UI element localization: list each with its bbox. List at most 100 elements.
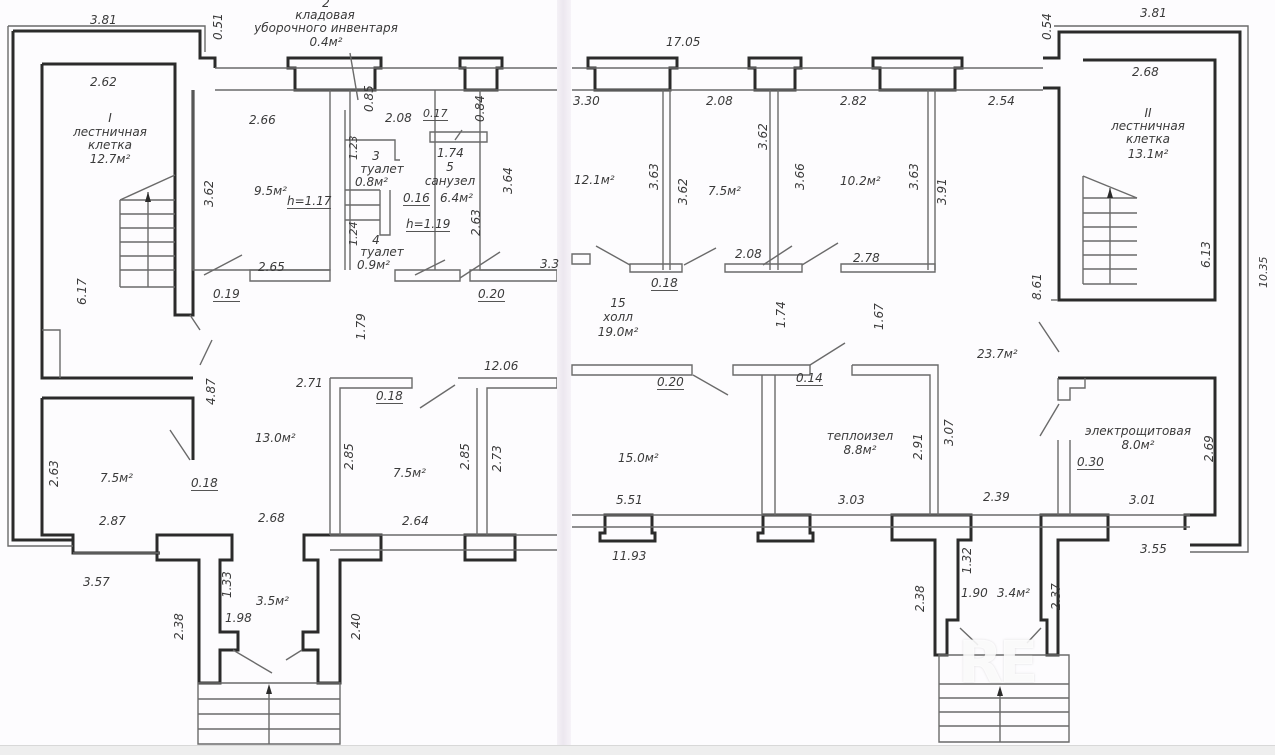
room-name: лестничная: [1111, 119, 1185, 133]
dim-label: 0.30: [1077, 455, 1104, 470]
dim-label: 10.35: [1257, 256, 1270, 289]
room-area: 6.4м²: [440, 191, 473, 205]
dim-label: 0.20: [478, 287, 505, 302]
dim-label: 3.03: [838, 493, 865, 507]
room-name: санузел: [424, 174, 476, 188]
dim-label: 1.79: [354, 313, 368, 340]
dim-label: 0.54: [1040, 13, 1054, 40]
room-name: холл: [603, 310, 633, 324]
room-area: 3.4м²: [997, 586, 1030, 600]
dim-label: 1.90: [961, 586, 988, 600]
dim-label: 2.08: [735, 247, 762, 261]
room-name: электрощитовая: [1085, 424, 1191, 438]
dim-label: 1.33: [220, 571, 234, 598]
dim-label: 1.67: [872, 303, 886, 330]
dim-label: 2.62: [90, 75, 117, 89]
room-area: 8.0м²: [1121, 438, 1155, 452]
room-number: 5: [446, 160, 454, 174]
dim-label: 2.64: [402, 514, 429, 528]
dim-label: 1.98: [225, 611, 252, 625]
watermark-logo: RE: [958, 628, 1038, 696]
dim-label: 2.66: [249, 113, 276, 127]
room-area: 7.5м²: [708, 184, 741, 198]
dim-label: 3.30: [573, 94, 600, 108]
room-area: 23.7м²: [977, 347, 1018, 361]
dim-label: 0.18: [191, 476, 218, 491]
room-area: 12.1м²: [574, 173, 615, 187]
dim-label: 8.61: [1030, 273, 1044, 300]
dim-label: 0.85: [362, 85, 376, 112]
dim-label: 3.62: [756, 123, 770, 150]
dim-label: 1.74: [437, 146, 464, 160]
dim-label: 17.05: [666, 35, 701, 49]
dim-label: 0.17: [423, 107, 448, 121]
height-annotation: h=1.19: [406, 217, 451, 232]
room-number: 4: [372, 233, 380, 247]
dim-label: 2.40: [349, 613, 363, 640]
dim-label: 3.3: [540, 257, 560, 271]
dim-label: 3.07: [942, 419, 956, 446]
room-area: 9.5м²: [254, 184, 287, 198]
dim-label: 1.74: [774, 301, 788, 328]
redaction-mask: [983, 300, 1028, 330]
room-area: 7.5м²: [100, 471, 133, 485]
room-name: кладовая: [295, 8, 355, 22]
dim-label: 2.38: [172, 613, 186, 640]
room-name: туалет: [360, 245, 404, 259]
dim-label: 0.84: [473, 95, 487, 122]
dim-label: 2.65: [258, 260, 285, 274]
dim-label: 2.54: [988, 94, 1015, 108]
dim-label: 6.17: [75, 278, 89, 305]
dim-label: 0.20: [657, 375, 684, 390]
dim-label: 2.08: [385, 111, 412, 125]
dim-label: 2.08: [706, 94, 733, 108]
dim-label: 3.81: [1140, 6, 1167, 20]
dim-label: 0.16: [403, 191, 430, 206]
dim-label: 3.66: [793, 163, 807, 190]
dim-label: 2.39: [983, 490, 1010, 504]
room-name: клетка: [88, 138, 132, 152]
dim-label: 2.91: [911, 433, 925, 460]
room-area: 3.5м²: [256, 594, 289, 608]
room-area: 19.0м²: [597, 325, 639, 339]
dim-label: 3.62: [676, 178, 690, 205]
dim-label: 2.71: [296, 376, 323, 390]
dim-label: 1.32: [960, 547, 974, 574]
dim-label: 1.24: [347, 221, 360, 247]
page-bottom-edge: [0, 745, 1275, 755]
dim-label: 3.62: [202, 180, 216, 207]
dim-label: 3.91: [935, 178, 949, 205]
dim-label: 3.01: [1129, 493, 1156, 507]
dim-label: 3.55: [1140, 542, 1167, 556]
dim-label: 3.81: [90, 13, 117, 27]
room-area: 0.9м²: [357, 258, 390, 272]
dim-label: 2.85: [342, 443, 356, 470]
dim-label: 5.51: [616, 493, 643, 507]
dim-label: 6.13: [1199, 241, 1213, 268]
dim-label: 2.73: [490, 445, 504, 472]
dim-label: 11.93: [612, 549, 647, 563]
room-name: клетка: [1126, 132, 1170, 146]
room-area: 0.8м²: [355, 175, 388, 189]
room-area: 15.0м²: [618, 451, 659, 465]
dim-label: 3.64: [501, 167, 515, 194]
room-name: уборочного инвентаря: [254, 21, 398, 35]
dim-label: 2.78: [853, 251, 880, 265]
dim-label: 2.37: [1049, 583, 1063, 610]
dim-label: 2.68: [1132, 65, 1159, 79]
dim-label: 1.23: [347, 135, 360, 161]
room-name: теплоизел: [826, 429, 894, 443]
room-name: лестничная: [73, 125, 147, 139]
room-area: 8.8м²: [843, 443, 877, 457]
redaction-mask: [358, 428, 463, 458]
dim-label: 3.63: [647, 163, 661, 190]
room-number: 15: [610, 296, 626, 310]
dim-label: 0.51: [211, 13, 225, 40]
dim-label: 2.87: [99, 514, 126, 528]
dim-label: 2.63: [469, 209, 483, 236]
room-number: II: [1144, 106, 1152, 120]
room-number: 2: [322, 0, 330, 10]
room-area: 10.2м²: [840, 174, 881, 188]
